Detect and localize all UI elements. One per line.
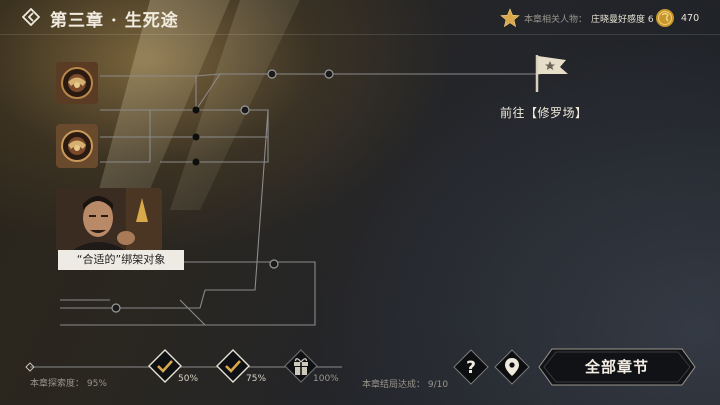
check-icon <box>157 360 173 373</box>
milestone-75-badge[interactable] <box>216 349 250 383</box>
milestone-50-badge[interactable] <box>148 349 182 383</box>
branch-node[interactable] <box>269 259 279 269</box>
related-value: 庄晓曼好感度 6 <box>591 14 654 25</box>
help-button[interactable]: ? <box>453 349 489 385</box>
ending-value: 9/10 <box>427 380 449 390</box>
flag-icon[interactable] <box>535 55 568 92</box>
destination-label[interactable]: 前往【修罗场】 <box>500 106 588 120</box>
all-chapters-label: 全部章节 <box>584 358 649 376</box>
coin-amount: 470 <box>681 12 700 24</box>
milestone-100-value: 100% <box>313 374 339 384</box>
branch-node[interactable] <box>111 303 121 313</box>
related-character[interactable]: 本章相关人物： 庄晓曼好感度 6 <box>500 8 654 28</box>
chapter-title: 第三章 · 生死途 <box>50 11 179 31</box>
gift-icon <box>294 358 308 375</box>
medal-card-2[interactable] <box>56 124 98 168</box>
map-pin-icon <box>505 358 519 376</box>
all-chapters-frame <box>538 348 696 386</box>
coin-icon <box>656 9 674 27</box>
branch-node-filled[interactable] <box>192 158 200 166</box>
milestone-50-value: 50% <box>178 374 199 384</box>
explore-label: 本章探索度： <box>30 379 85 389</box>
star-icon <box>500 8 520 28</box>
top-bar: 第三章 · 生死途 本章相关人物： 庄晓曼好感度 6 470 <box>0 0 720 34</box>
milestone-75-value: 75% <box>246 374 267 384</box>
kidnap-target-portrait <box>56 188 162 252</box>
portrait-caption: “合适的”绑架对象 <box>58 250 184 270</box>
header-divider <box>0 34 720 35</box>
ending-progress: 本章结局达成： 9/10 <box>362 377 448 390</box>
branch-node[interactable] <box>324 69 334 79</box>
help-icon: ? <box>466 358 476 378</box>
check-icon <box>225 360 241 373</box>
milestone-100-badge[interactable] <box>284 349 318 383</box>
back-arrow-icon[interactable] <box>22 8 40 26</box>
medal-card-1[interactable] <box>56 62 98 104</box>
explore-value: 95% <box>86 379 107 389</box>
medal-icon <box>56 62 98 104</box>
branch-node[interactable] <box>240 105 250 115</box>
character-portrait[interactable] <box>56 188 162 252</box>
branch-node-filled[interactable] <box>192 133 200 141</box>
coin-counter: 470 <box>655 8 699 28</box>
ending-label: 本章结局达成： <box>362 380 426 390</box>
map-pin-button[interactable] <box>494 349 530 385</box>
related-label: 本章相关人物： <box>524 14 588 25</box>
all-chapters-button[interactable]: 全部章节 <box>538 348 696 386</box>
medal-icon <box>56 124 98 168</box>
branch-node-filled[interactable] <box>192 106 200 114</box>
branch-node[interactable] <box>267 69 277 79</box>
explore-progress: 本章探索度： 95% <box>30 376 107 389</box>
